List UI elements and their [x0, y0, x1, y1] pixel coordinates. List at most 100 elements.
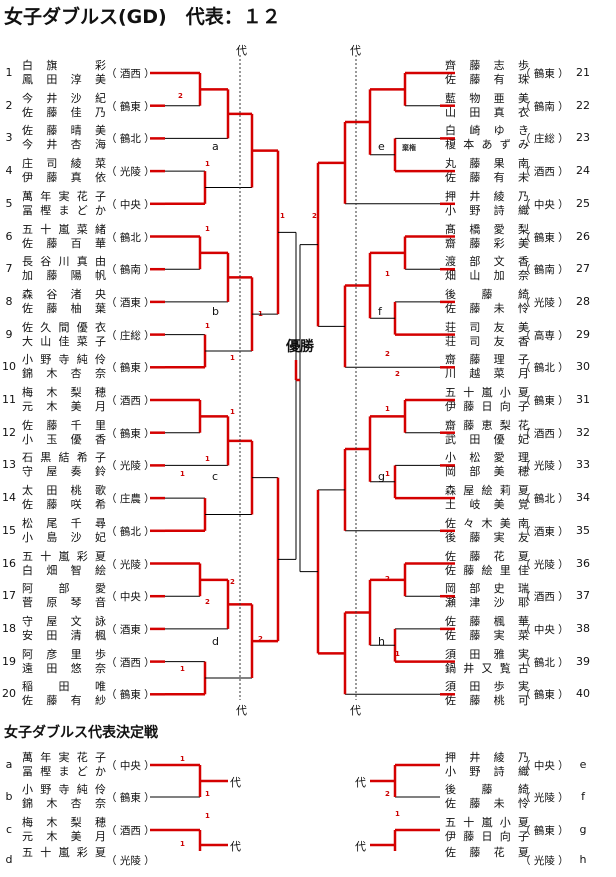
player-name: 佐藤有未 — [445, 171, 529, 185]
entry-number: 9 — [5, 327, 13, 341]
club-label: 庄総 — [119, 329, 141, 342]
club-label: 中央 — [533, 198, 555, 211]
club-label: 鶴東 — [119, 100, 141, 113]
club-label: 鶴東 — [533, 689, 555, 702]
pair-names: 押井綾乃小野詩織 — [445, 190, 529, 218]
club-name: （ 庄総 ） — [106, 329, 155, 342]
pair-names: 太田桃歌佐藤咲希 — [22, 484, 106, 512]
daihyo-label: 代 — [230, 840, 241, 853]
block-label: f — [378, 305, 382, 318]
entry-number: 3 — [5, 131, 13, 145]
player-name: 佐藤千里 — [22, 418, 106, 432]
club-name: （ 鶴南 ） — [106, 264, 155, 277]
player-name: 小松愛理 — [445, 451, 529, 465]
pair-names: 佐々木美南後藤実友 — [445, 517, 529, 545]
score: 2 — [178, 92, 183, 100]
player-name: 押井綾乃 — [445, 189, 529, 203]
player-name: 白旗 彩 — [22, 59, 106, 72]
pair-names: 佐久間優衣大山佳菜子 — [22, 321, 106, 349]
pair-names: 佐藤千里小玉優香 — [22, 419, 106, 447]
player-name: 守屋奏鈴 — [22, 465, 106, 479]
player-name: 安田清楓 — [22, 628, 106, 642]
daihyo-label: 代 — [355, 840, 366, 853]
entry-number: 12 — [2, 425, 16, 439]
player-name: 阿部愛 — [22, 582, 106, 596]
club-name: （ 中央 ） — [106, 591, 155, 604]
player-name: 佐藤有珠 — [445, 73, 529, 86]
player-name: 石黒結希子 — [22, 451, 106, 465]
club-label: 鶴東 — [119, 362, 141, 375]
score: 1 — [205, 790, 210, 798]
player-name: 五十嵐小夏 — [445, 386, 529, 399]
pair-names: 梅木梨穂元木美月 — [22, 816, 106, 844]
player-name: 五十嵐小夏 — [445, 816, 529, 829]
player-name: 後藤実友 — [445, 530, 529, 544]
pair-names: 石黒結希子守屋奏鈴 — [22, 451, 106, 479]
club-name: （ 中央 ） — [106, 760, 155, 772]
player-name: 長谷川真由 — [22, 255, 106, 269]
club-name: （ 酒東 ） — [106, 296, 155, 309]
club-label: 光陵 — [119, 166, 141, 179]
entry-number: 24 — [576, 164, 590, 178]
score: 2 — [395, 370, 400, 378]
club-name: （ 鶴南 ） — [520, 264, 569, 277]
pair-names: 小野寺純伶錦木杏奈 — [22, 353, 106, 381]
entry-number: 23 — [576, 131, 590, 145]
club-name: （ 光陵 ） — [520, 296, 569, 309]
score: 1 — [280, 212, 285, 220]
club-label: 中央 — [119, 591, 141, 604]
club-name: （ 鶴東 ） — [520, 825, 569, 837]
club-label: 鶴東 — [119, 427, 141, 440]
pair-names: 松尾千尋小島沙妃 — [22, 517, 106, 545]
club-name: （ 鶴東 ） — [520, 231, 569, 244]
entry-number: 29 — [576, 327, 590, 341]
block-label: b — [212, 305, 219, 318]
pair-names: 後藤綺佐藤未怜 — [445, 288, 529, 316]
club-label: 庄農 — [119, 493, 141, 506]
club-label: 中央 — [533, 760, 555, 772]
player-name: 伊藤真依 — [22, 171, 106, 185]
club-name: （ 中央 ） — [520, 198, 569, 211]
pair-names: 藍物亜美山田真衣 — [445, 92, 529, 120]
player-name — [445, 860, 529, 874]
club-name: （ 鶴東 ） — [106, 792, 155, 804]
score: 1 — [395, 650, 400, 658]
block-label: c — [212, 470, 219, 483]
score: 1 — [205, 160, 210, 168]
player-name: 佐藤柚葉 — [22, 301, 106, 315]
pair-names: 佐藤楓華佐藤実菜 — [445, 615, 529, 643]
player-name: 松尾千尋 — [22, 516, 106, 530]
player-name: 後藤綺 — [445, 783, 529, 796]
club-label: 酒西 — [119, 68, 141, 80]
player-name: 押井綾乃 — [445, 751, 529, 764]
player-name: 齊藤志歩 — [445, 59, 529, 72]
score: 2 — [385, 790, 390, 798]
pair-names: 荘司友美荘司友香 — [445, 321, 529, 349]
pair-names: 長谷川真由加藤陽帆 — [22, 255, 106, 283]
entry-number: 5 — [5, 196, 13, 210]
entry-number: 8 — [5, 294, 13, 308]
score: 1 — [180, 470, 185, 478]
club-name: （ 光陵 ） — [520, 460, 569, 473]
entry-number: 36 — [576, 556, 590, 570]
club-label: 酒東 — [119, 296, 141, 309]
player-name: 岡部美穂 — [445, 465, 529, 479]
entry-number: 39 — [576, 654, 590, 668]
pair-names: 稲田唯佐藤有紗 — [22, 680, 106, 708]
player-name: 錦木杏奈 — [22, 367, 106, 381]
player-name: 大山佳菜子 — [22, 334, 106, 348]
player-name: 齋藤彩美 — [445, 236, 529, 250]
score: 2 — [258, 635, 263, 643]
pair-names: 庄司綾菜伊藤真依 — [22, 157, 106, 185]
